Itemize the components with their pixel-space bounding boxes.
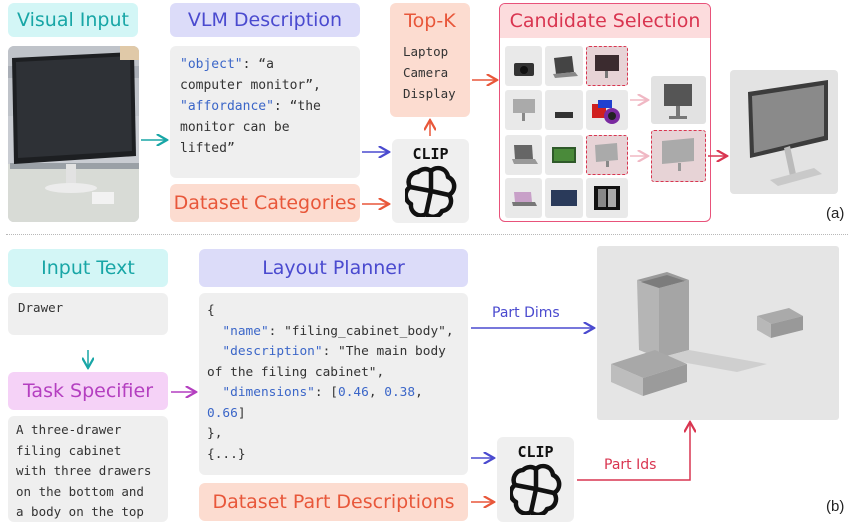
clip-box-b: CLIP — [497, 437, 574, 522]
task-specifier-header: Task Specifier — [8, 372, 168, 410]
clip-label: CLIP — [412, 145, 449, 163]
json-value: lifted” — [180, 141, 235, 156]
task-line: on the bottom and — [16, 483, 144, 499]
json-key: "object" — [180, 57, 243, 72]
filing-cabinet-render — [597, 246, 839, 420]
task-line: with three drawers — [16, 463, 152, 478]
json-key: "dimensions" — [222, 385, 315, 400]
json-key: "name" — [222, 323, 269, 339]
task-specifier-output: A three-drawer filing cabinet with three… — [8, 416, 168, 522]
top-k-item: Camera — [403, 65, 449, 80]
dataset-part-descriptions-box: Dataset Part Descriptions — [199, 483, 468, 521]
candidate-thumb-laptop-2 — [505, 135, 542, 175]
json-value: : “a — [242, 57, 274, 72]
json-punct: , — [368, 385, 385, 400]
vlm-description-box: "object": “a computer monitor”, "afforda… — [170, 46, 360, 178]
layout-planner-header: Layout Planner — [199, 249, 468, 287]
dataset-categories-box: Dataset Categories — [170, 184, 360, 222]
task-line: A three-drawer — [16, 422, 122, 437]
candidate-thumb-display-selected — [586, 46, 628, 86]
json-value: : "The main body — [322, 344, 446, 359]
json-punct: ] — [237, 405, 246, 421]
json-line: { — [207, 303, 215, 318]
top-k-item: Laptop — [403, 44, 449, 59]
candidate-final-1 — [651, 76, 706, 124]
panel-b-tag: (b) — [826, 498, 845, 515]
candidate-selection-header: Candidate Selection — [500, 4, 710, 38]
json-value: : "filing_cabinet_body", — [268, 323, 454, 339]
candidate-thumb-monitor — [505, 90, 542, 130]
panel-a-tag: (a) — [826, 205, 845, 222]
panel-separator — [6, 234, 848, 235]
candidate-thumb-monitor-selected — [586, 135, 628, 175]
json-punct: , — [415, 385, 423, 400]
json-line: {...} — [207, 446, 246, 462]
candidate-thumb-tv — [545, 178, 583, 218]
candidate-final-2-selected — [651, 130, 706, 182]
json-line: }, — [207, 426, 223, 441]
json-value: computer monitor”, — [180, 78, 321, 93]
top-k-header: Top-K — [390, 3, 470, 39]
candidate-thumb-camera-colorful — [586, 90, 628, 130]
openai-logo-icon — [509, 463, 561, 515]
visual-input-header: Visual Input — [8, 3, 138, 37]
candidate-thumb-camera — [505, 46, 542, 86]
json-key: "description" — [222, 344, 323, 359]
input-text-header: Input Text — [8, 249, 168, 287]
clip-label: CLIP — [517, 443, 554, 461]
vlm-description-header: VLM Description — [170, 3, 360, 37]
task-line: filing cabinet — [16, 442, 122, 458]
openai-logo-icon — [404, 165, 456, 217]
top-k-item: Display — [403, 86, 456, 101]
input-text-value: Drawer — [18, 300, 64, 315]
part-dims-label: Part Dims — [492, 305, 560, 321]
top-k-list: Laptop Camera Display — [390, 39, 470, 117]
json-value: monitor can be — [180, 120, 290, 135]
candidate-thumb-keyboard — [545, 90, 583, 130]
part-ids-label: Part Ids — [604, 457, 657, 473]
json-key: "affordance" — [180, 99, 274, 114]
json-value: : “the — [273, 99, 321, 114]
json-value: : [ — [314, 385, 338, 400]
json-number: 0.46 — [338, 385, 369, 400]
json-value: of the filing cabinet", — [207, 364, 385, 380]
candidate-thumb-laptop-3 — [505, 178, 542, 218]
candidate-thumb-laptop — [545, 46, 583, 86]
clip-box-a: CLIP — [392, 139, 469, 223]
input-text-box: Drawer — [8, 293, 168, 335]
visual-input-photo — [8, 46, 139, 222]
json-number: 0.66 — [207, 405, 238, 421]
final-monitor-render — [730, 70, 838, 194]
task-line: a body on the top — [16, 504, 144, 519]
layout-planner-json: { "name": "filing_cabinet_body", "descri… — [199, 293, 468, 475]
candidate-thumb-xray — [586, 178, 628, 218]
candidate-thumb-green-screen — [545, 135, 583, 175]
json-number: 0.38 — [384, 385, 416, 400]
